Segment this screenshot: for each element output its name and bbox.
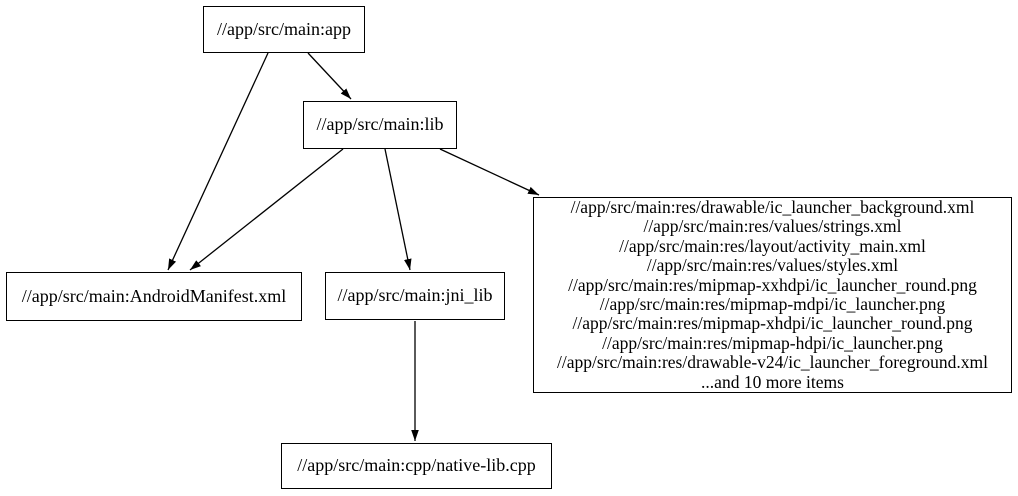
edge-lib-to-jni-lib (384, 148, 412, 271)
node-lib: //app/src/main:lib (303, 101, 457, 149)
res-group-more-items: ...and 10 more items (701, 371, 844, 392)
res-group-line: //app/src/main:res/mipmap-xxhdpi/ic_laun… (568, 274, 977, 295)
res-group-line: //app/src/main:res/mipmap-hdpi/ic_launch… (602, 332, 943, 353)
res-group-line: //app/src/main:res/drawable/ic_launcher_… (570, 196, 975, 217)
node-app: //app/src/main:app (203, 6, 365, 53)
edge-app-to-android-manifest (167, 52, 269, 271)
node-native-lib-cpp-label: //app/src/main:cpp/native-lib.cpp (297, 455, 536, 476)
node-native-lib-cpp: //app/src/main:cpp/native-lib.cpp (281, 443, 552, 489)
res-group-line: //app/src/main:res/layout/activity_main.… (619, 235, 926, 256)
res-group-line: //app/src/main:res/drawable-v24/ic_launc… (556, 352, 989, 373)
node-android-manifest-label: //app/src/main:AndroidManifest.xml (21, 285, 287, 306)
edge-app-to-lib (307, 52, 352, 100)
res-group-line: //app/src/main:res/mipmap-xhdpi/ic_launc… (572, 313, 973, 334)
node-jni-lib: //app/src/main:jni_lib (325, 272, 505, 320)
node-jni-lib-label: //app/src/main:jni_lib (337, 285, 493, 306)
node-lib-label: //app/src/main:lib (316, 114, 444, 135)
node-app-label: //app/src/main:app (217, 18, 351, 39)
res-group-line: //app/src/main:res/values/strings.xml (643, 216, 902, 237)
edge-lib-to-res-group (439, 148, 540, 196)
node-android-manifest: //app/src/main:AndroidManifest.xml (6, 272, 302, 321)
res-group-line: //app/src/main:res/values/styles.xml (646, 255, 899, 276)
res-group-line: //app/src/main:res/mipmap-mdpi/ic_launch… (599, 294, 946, 314)
node-res-group: //app/src/main:res/drawable/ic_launcher_… (533, 197, 1012, 393)
edge-lib-to-android-manifest (189, 148, 344, 271)
